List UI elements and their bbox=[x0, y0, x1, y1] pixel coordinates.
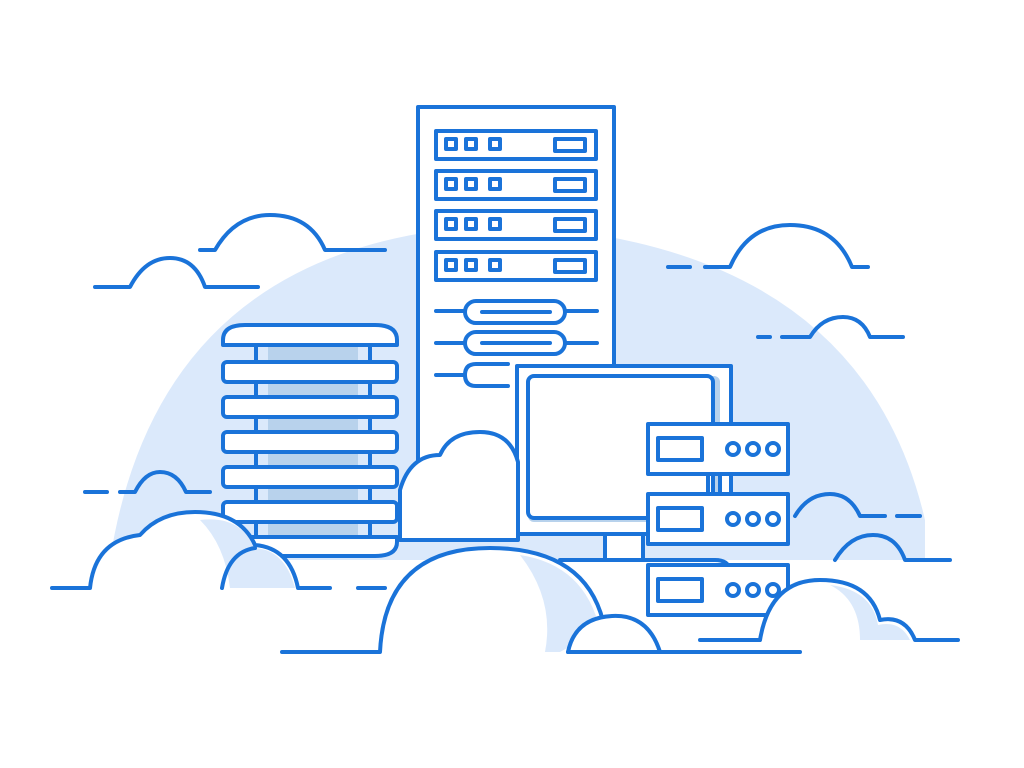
cloud-top-right bbox=[666, 223, 905, 339]
tower-unit bbox=[434, 129, 598, 161]
rack-unit bbox=[646, 422, 790, 476]
tower-unit bbox=[434, 169, 598, 201]
cloud-mid-right bbox=[793, 492, 952, 562]
tower-connector bbox=[434, 362, 510, 388]
tower-unit bbox=[434, 250, 598, 282]
cloud-bottom-right bbox=[698, 578, 960, 642]
rack-unit bbox=[646, 492, 790, 546]
tower-connector bbox=[434, 299, 599, 325]
rack-server-stack bbox=[646, 422, 790, 617]
cloud-top-left bbox=[93, 213, 387, 289]
radiator-server bbox=[221, 323, 399, 558]
rack-unit bbox=[646, 563, 790, 617]
cloud-bottom-left bbox=[50, 510, 387, 590]
tower-unit bbox=[434, 209, 598, 241]
cloud-behind-tower bbox=[398, 430, 520, 542]
tower-connector bbox=[434, 330, 599, 356]
cloud-mid-left bbox=[83, 470, 212, 494]
cloud-bottom-center bbox=[280, 546, 802, 654]
